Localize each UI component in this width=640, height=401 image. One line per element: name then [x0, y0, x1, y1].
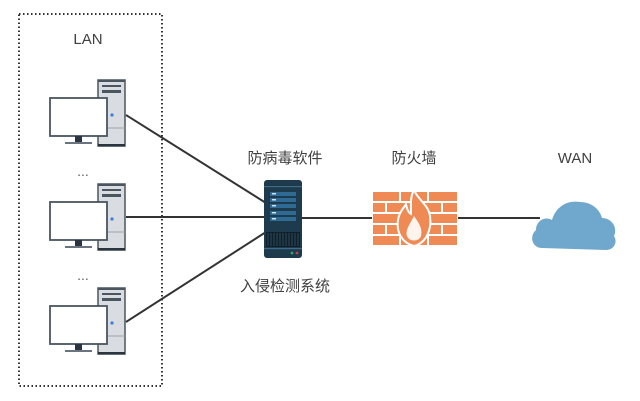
- lan-label: LAN: [73, 31, 102, 48]
- computer-icon: [49, 287, 126, 356]
- wan-label: WAN: [558, 150, 592, 167]
- lan-pc-1: [49, 79, 126, 148]
- firewall-label: 防火墙: [391, 149, 436, 167]
- lan-pc-2: [49, 183, 126, 252]
- ellipsis-1: ...: [77, 163, 89, 179]
- connection-pc1-server: [125, 114, 267, 204]
- server-icon: [264, 180, 302, 258]
- server-label-top: 防病毒软件: [247, 149, 322, 167]
- computer-icon: [49, 183, 126, 252]
- wan-cloud-icon: [532, 201, 616, 250]
- ellipsis-2: ...: [77, 267, 89, 283]
- lan-boundary: [18, 13, 163, 387]
- firewall-icon: [373, 187, 457, 248]
- lan-pc-3: [49, 287, 126, 356]
- connections: [125, 114, 540, 323]
- server-label-bottom: 入侵检测系统: [240, 277, 330, 295]
- computer-icon: [49, 79, 126, 148]
- connection-pc3-server: [125, 231, 267, 323]
